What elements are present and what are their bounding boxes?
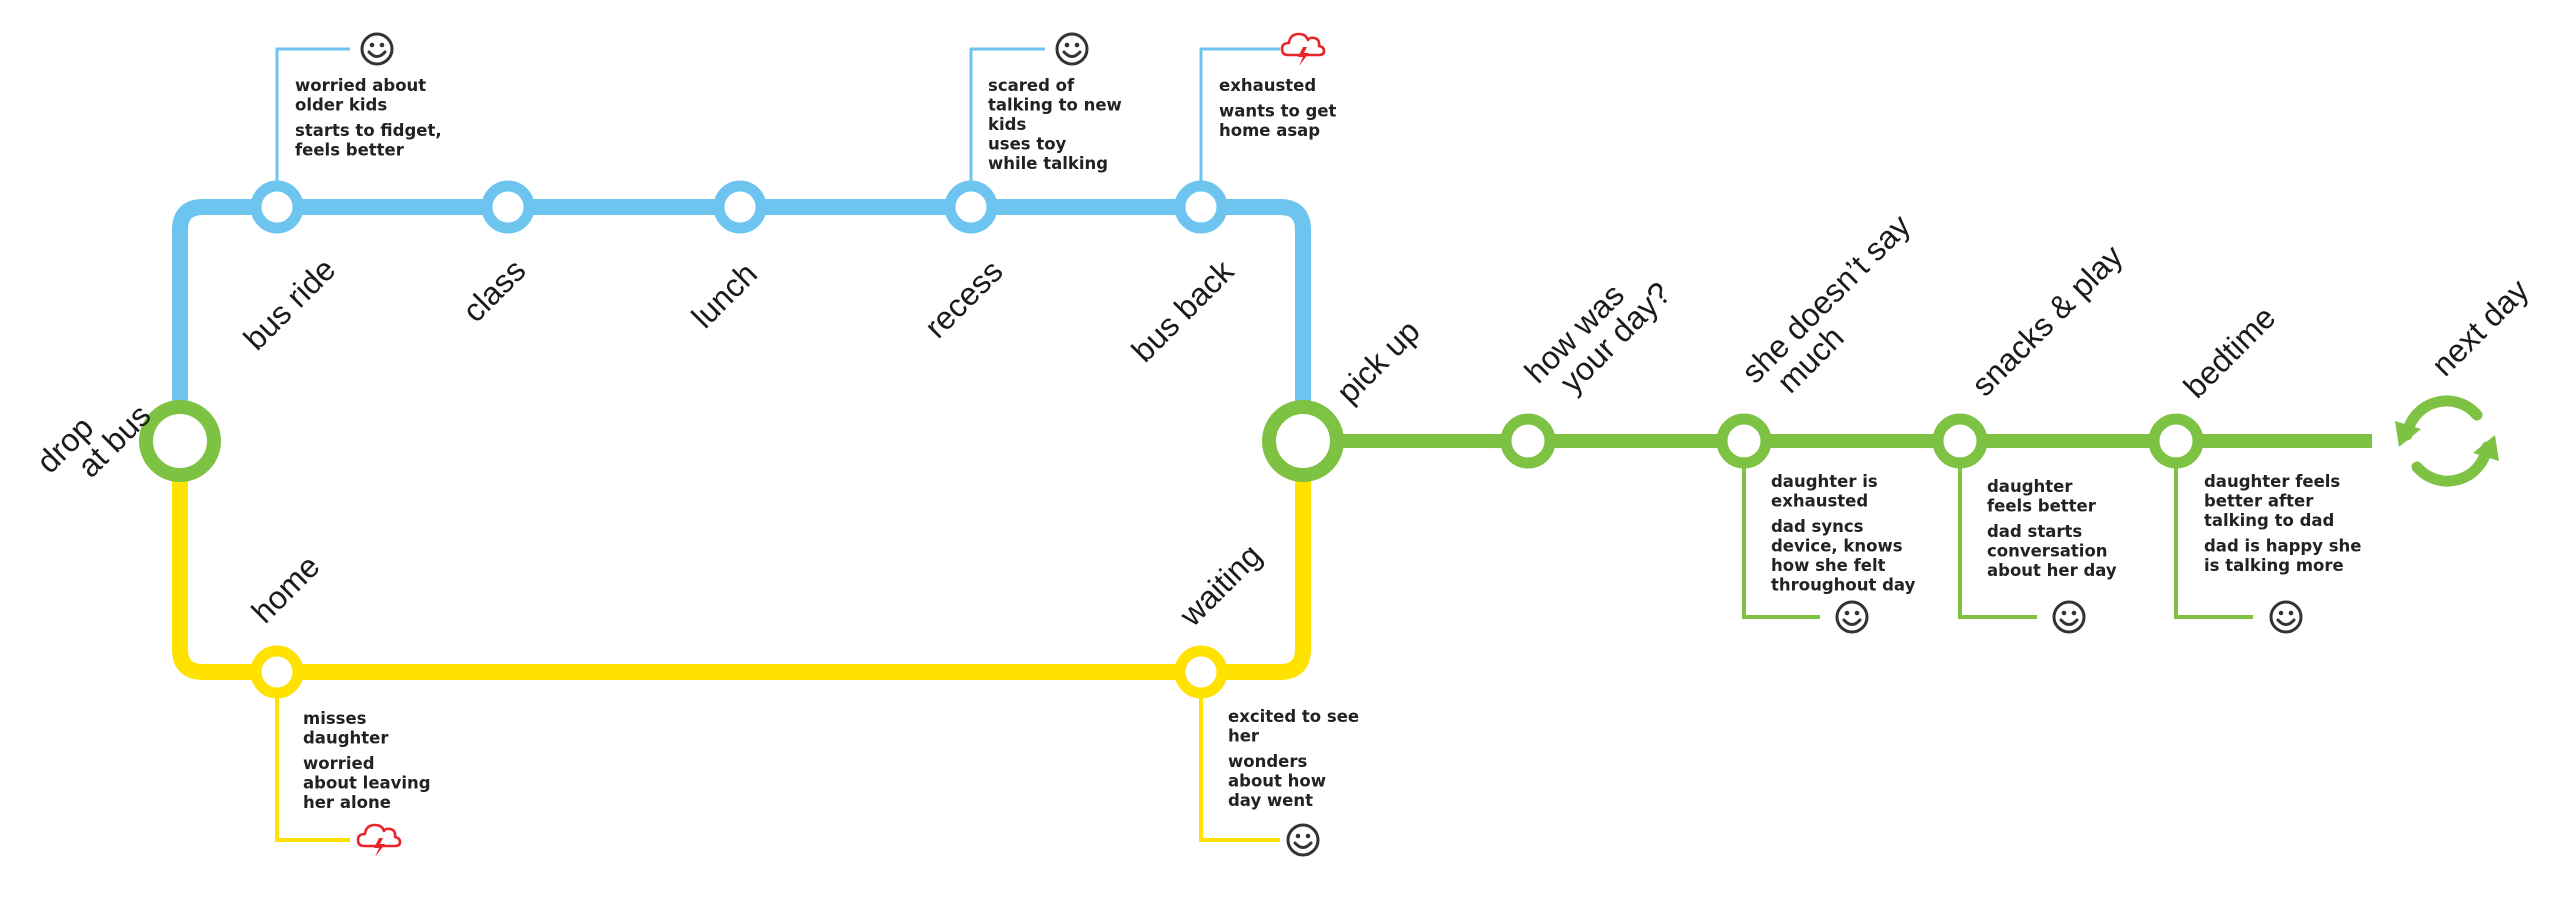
station-recess bbox=[944, 180, 998, 234]
blue-stations bbox=[250, 180, 1228, 234]
station-class bbox=[481, 180, 535, 234]
label-recess: recess bbox=[917, 253, 1009, 345]
station-she-doesnt-say-much bbox=[1716, 413, 1772, 469]
happy-face-icon bbox=[2052, 600, 2086, 634]
storm-cloud-icon bbox=[356, 823, 402, 859]
green-stations bbox=[1500, 413, 2204, 469]
happy-face-icon bbox=[2269, 600, 2303, 634]
station-home bbox=[250, 645, 304, 699]
note-leaders bbox=[275, 47, 2253, 842]
happy-face-icon bbox=[1286, 823, 1320, 857]
label-how-was-your-day: how was your day? bbox=[1517, 252, 1677, 412]
label-lunch: lunch bbox=[684, 255, 764, 335]
label-bus-ride: bus ride bbox=[236, 251, 342, 357]
label-snacks-and-play: snacks & play bbox=[1964, 238, 2129, 403]
yellow-stations bbox=[250, 645, 1228, 699]
station-bus-ride bbox=[250, 180, 304, 234]
station-pick-up bbox=[1262, 400, 1344, 482]
station-waiting bbox=[1174, 645, 1228, 699]
label-waiting: waiting bbox=[1172, 537, 1269, 634]
label-bus-back: bus back bbox=[1124, 252, 1241, 369]
station-snacks-and-play bbox=[1932, 413, 1988, 469]
station-bedtime bbox=[2148, 413, 2204, 469]
station-bus-back bbox=[1174, 180, 1228, 234]
happy-face-icon bbox=[1835, 600, 1869, 634]
happy-face-icon bbox=[1055, 32, 1089, 66]
label-she-doesnt-say-much: she doesn’t say much bbox=[1734, 201, 1946, 413]
station-lunch bbox=[713, 180, 767, 234]
label-class: class bbox=[455, 252, 532, 329]
happy-face-icon bbox=[360, 32, 394, 66]
refresh-arrows-icon bbox=[2395, 395, 2499, 487]
blue-school-line bbox=[172, 199, 1311, 441]
storm-cloud-icon bbox=[1280, 32, 1326, 68]
station-drop-at-bus bbox=[139, 400, 221, 482]
yellow-home-line bbox=[172, 441, 1311, 680]
label-pick-up: pick up bbox=[1329, 313, 1426, 410]
label-home: home bbox=[244, 548, 326, 630]
label-drop-at-bus: drop at bus bbox=[29, 374, 157, 502]
label-bedtime: bedtime bbox=[2176, 299, 2282, 405]
station-how-was-your-day bbox=[1500, 413, 1556, 469]
label-next-day: next day bbox=[2424, 272, 2535, 383]
